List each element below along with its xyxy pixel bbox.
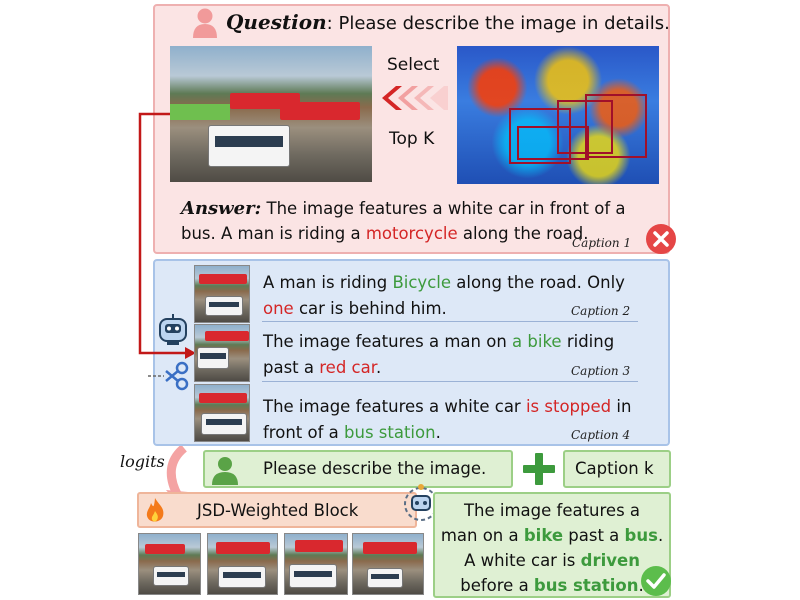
caption-2-correct: Bicycle <box>392 273 452 292</box>
answer-label: Answer: <box>181 198 262 219</box>
weighted-thumb-2 <box>207 533 278 595</box>
select-label: Select <box>387 55 440 75</box>
caption-3-line1a: The image features a man on <box>263 332 513 351</box>
caption-thumb-4 <box>194 384 250 442</box>
plus-icon <box>523 453 555 485</box>
caption-2-line1b: along the road. Only <box>451 273 625 292</box>
attention-heatmap <box>457 46 659 184</box>
flow-arrow <box>138 112 196 359</box>
caption-2-line1a: A man is riding <box>263 273 393 292</box>
caption-3-line2a: past a <box>263 358 320 377</box>
answer-line2b: along the road. <box>457 224 589 243</box>
caption-4-line1b: in <box>611 397 632 416</box>
caption-3-correct: a bike <box>512 332 562 351</box>
answer-text: Answer: The image features a white car i… <box>181 196 626 246</box>
weighted-thumb-4 <box>352 533 424 595</box>
caption-4-correct: bus station <box>344 423 436 442</box>
close-icon <box>646 224 676 254</box>
final-answer-box: The image features a man on a bike past … <box>433 492 671 598</box>
caption-4-line2b: . <box>435 423 441 442</box>
final-correct-driven: driven <box>580 551 640 570</box>
caption-3-line1b: riding <box>561 332 615 351</box>
check-icon <box>641 566 671 596</box>
final-line2a: man on a <box>440 526 524 545</box>
topk-label: Top K <box>389 129 435 149</box>
answer-wrong-word: motorcycle <box>365 224 458 243</box>
scissors-icon <box>148 361 189 391</box>
robot-icon <box>159 314 187 345</box>
caption-2-text: A man is riding Bicycle along the road. … <box>263 270 625 322</box>
prompt-text: Please describe the image. <box>263 459 487 478</box>
final-line1: The image features a <box>463 501 641 520</box>
question-label: Question <box>226 10 327 34</box>
final-correct-bike: bike <box>523 526 564 545</box>
caption-k-box: Caption k <box>563 450 671 488</box>
weighted-thumb-3 <box>284 533 348 595</box>
input-image <box>170 46 372 182</box>
caption-4-wrong: is stopped <box>525 397 612 416</box>
caption-thumb-3 <box>194 324 250 382</box>
jsd-block-text: JSD-Weighted Block <box>197 501 359 520</box>
caption-4-line1a: The image features a white car <box>263 397 526 416</box>
caption-4-label: Caption 4 <box>571 428 631 442</box>
prompt-box: Please describe the image. <box>203 450 513 488</box>
final-line4a: before a <box>460 576 534 595</box>
flame-icon <box>146 498 164 522</box>
final-line3a: A white car is <box>464 551 581 570</box>
final-line4b: . <box>638 576 644 595</box>
weighted-thumb-1 <box>138 533 201 595</box>
caption-k-text: Caption k <box>575 459 654 478</box>
question-body: : Please describe the image in details. <box>326 13 670 34</box>
caption-3-text: The image features a man on a bike ridin… <box>263 329 614 381</box>
question-text: Question: Please describe the image in d… <box>226 10 670 34</box>
caption-3-label: Caption 3 <box>571 364 631 378</box>
final-answer-text: The image features a man on a bike past … <box>435 498 669 598</box>
caption-2-label: Caption 2 <box>571 304 631 318</box>
caption-3-wrong: red car <box>319 358 377 377</box>
separator <box>262 381 638 382</box>
arrow-left-icon <box>382 86 448 110</box>
user-icon <box>193 8 217 38</box>
caption-4-text: The image features a white car is stoppe… <box>263 394 631 446</box>
user-icon <box>212 457 238 485</box>
final-correct-bus: bus <box>624 526 658 545</box>
final-line2b: past a <box>563 526 625 545</box>
caption-thumb-2 <box>194 265 250 323</box>
caption-4-line2a: front of a <box>263 423 345 442</box>
final-line2c: . <box>657 526 664 545</box>
caption-2-wrong: one <box>263 299 294 318</box>
separator <box>262 321 638 322</box>
caption-2-line2b: car is behind him. <box>293 299 447 318</box>
answer-line2a: bus. A man is riding a <box>181 224 366 243</box>
jsd-weighted-block: JSD-Weighted Block <box>137 492 417 528</box>
final-correct-station: bus station <box>533 576 639 595</box>
answer-line1: The image features a white car in front … <box>266 199 626 218</box>
logits-label: logits <box>120 452 165 471</box>
caption-3-line2b: . <box>376 358 382 377</box>
caption-1-label: Caption 1 <box>572 236 632 250</box>
